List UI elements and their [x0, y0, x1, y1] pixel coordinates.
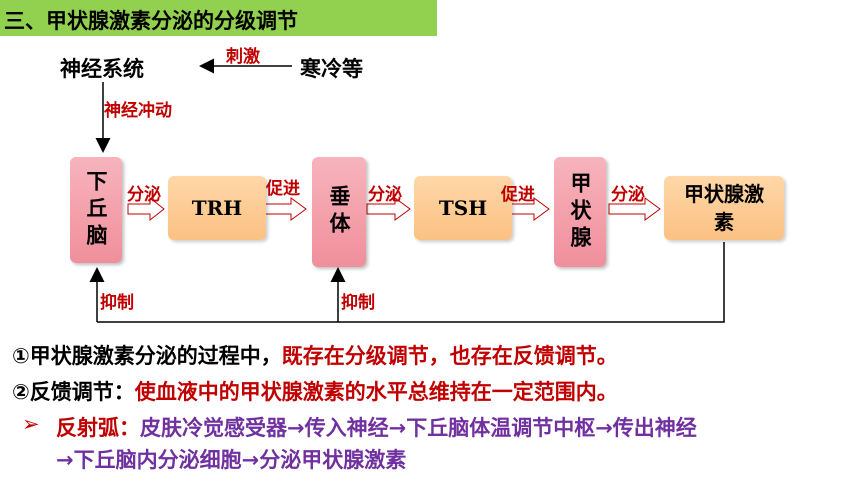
secrete-label-2: 分泌	[368, 185, 402, 205]
hypothalamus-label: 下丘脑	[84, 169, 108, 251]
cold-label: 寒冷等	[300, 57, 363, 81]
reflex-line-1: 反射弧：皮肤冷觉感受器→传入神经→下丘脑体温调节中枢→传出神经	[56, 412, 697, 442]
hollow-arrow-5	[608, 197, 661, 221]
reflex-path-1: 皮肤冷觉感受器→传入神经→下丘脑体温调节中枢→传出神经	[140, 416, 697, 440]
reflex-path-2: →下丘脑内分泌细胞→分泌甲状腺激素	[56, 448, 407, 472]
promote-label-1: 促进	[266, 179, 300, 199]
note-2: ②反馈调节：使血液中的甲状腺激素的水平总维持在一定范围内。	[12, 376, 618, 406]
hollow-arrow-1	[127, 196, 165, 222]
reflex-label: 反射弧：	[56, 416, 140, 440]
promote-label-2: 促进	[501, 185, 535, 205]
trh-box: TRH	[168, 176, 266, 240]
tsh-box: TSH	[414, 176, 512, 240]
note-1-highlight: 既存在分级调节，也存在反馈调节。	[281, 344, 618, 368]
thyroid-label: 甲状腺	[568, 171, 592, 253]
thyroid-hormone-box: 甲状腺激 素	[664, 176, 784, 240]
pituitary-box: 垂体	[312, 157, 366, 267]
tsh-label: TSH	[438, 196, 488, 220]
secrete-label-1: 分泌	[127, 185, 161, 205]
pituitary-label: 垂体	[327, 185, 351, 239]
trh-label: TRH	[191, 196, 243, 220]
note-2-highlight: 使血液中的甲状腺激素的水平总维持在一定范围内。	[134, 380, 618, 404]
inhibit-label-2: 抑制	[341, 293, 375, 313]
note-2-prefix: ②反馈调节：	[12, 380, 135, 404]
stimulus-label: 刺激	[226, 47, 260, 67]
note-1-prefix: ①甲状腺激素分泌的过程中，	[12, 344, 282, 368]
nervous-system-label: 神经系统	[60, 57, 144, 81]
page-title: 三、甲状腺激素分泌的分级调节	[4, 9, 298, 33]
hollow-arrow-3	[366, 197, 411, 221]
thyroid-box: 甲状腺	[554, 157, 606, 267]
feedback-line	[97, 242, 725, 323]
hypothalamus-box: 下丘脑	[70, 157, 122, 263]
thyroid-hormone-label-line2: 素	[714, 210, 734, 234]
nerve-impulse-label: 神经冲动	[104, 101, 172, 121]
note-1: ①甲状腺激素分泌的过程中，既存在分级调节，也存在反馈调节。	[12, 340, 618, 370]
thyroid-hormone-label-line1: 甲状腺激	[684, 182, 764, 206]
secrete-label-3: 分泌	[611, 185, 645, 205]
title-bar	[0, 0, 437, 36]
bullet-icon: ➢	[22, 412, 40, 436]
inhibit-label-1: 抑制	[100, 293, 134, 313]
